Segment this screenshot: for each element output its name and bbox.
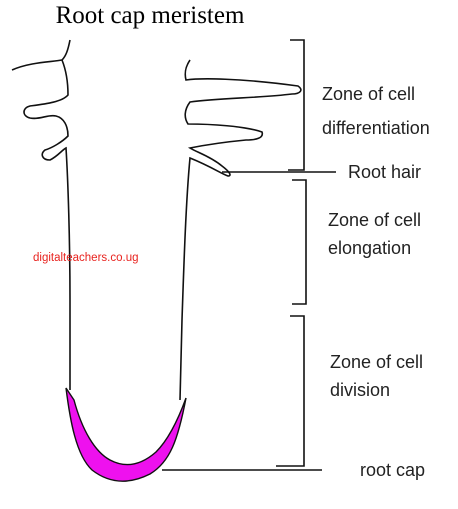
root-right-wall [180,60,301,400]
bracket-elongation [292,180,306,304]
watermark-text: digitalteachers.co.ug [33,252,138,264]
label-differentiation-line2: differentiation [322,116,430,141]
root-left-wall [12,40,70,390]
label-division-line1: Zone of cell [330,350,423,375]
label-root-cap: root cap [360,458,425,483]
bracket-division [276,316,304,466]
label-elongation-line2: elongation [328,236,411,261]
bracket-differentiation [288,40,304,170]
label-division-line2: division [330,378,390,403]
label-root-hair: Root hair [348,160,421,185]
label-elongation-line1: Zone of cell [328,208,421,233]
root-cap-shape [66,388,186,481]
label-differentiation-line1: Zone of cell [322,82,415,107]
